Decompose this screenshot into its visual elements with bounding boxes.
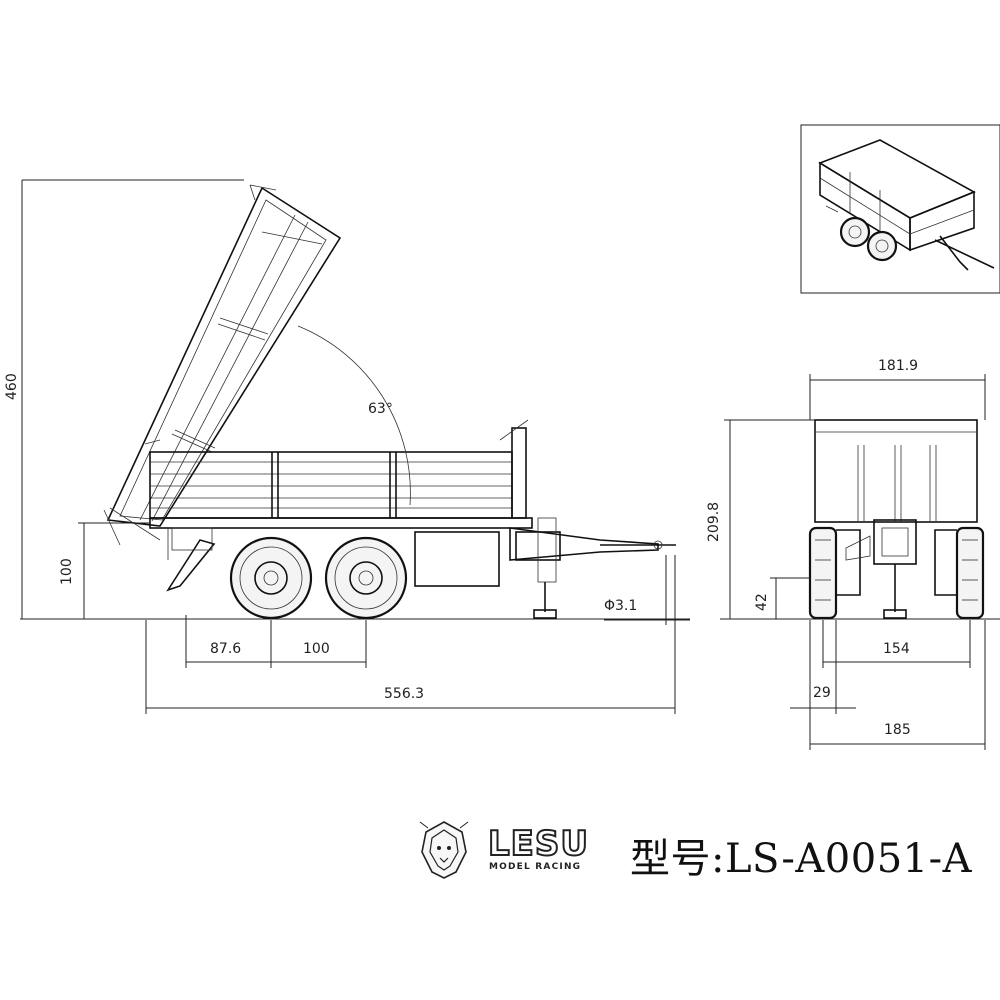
rear-view: 181.9 209.8 42 154 29 185 bbox=[706, 358, 1000, 750]
isometric-view bbox=[800, 124, 1000, 294]
ground-clearance-label: 42 bbox=[754, 593, 770, 611]
rear-height-label: 209.8 bbox=[706, 502, 722, 542]
track-width-label: 154 bbox=[883, 641, 910, 657]
tipped-bed bbox=[103, 184, 342, 546]
lion-head-icon bbox=[419, 821, 469, 879]
wheel-rear bbox=[324, 536, 408, 620]
axle-offset-label: 87.6 bbox=[210, 641, 241, 657]
overall-height-label: 460 bbox=[4, 373, 20, 400]
flat-bed bbox=[144, 419, 529, 519]
total-width-label: 185 bbox=[884, 722, 911, 738]
wheel-front bbox=[229, 536, 313, 620]
side-view: 63° 460 100 87.6 100 556.3 Φ3.1 bbox=[4, 179, 690, 714]
overall-length-label: 556.3 bbox=[384, 686, 424, 702]
overall-width-label: 181.9 bbox=[878, 358, 918, 374]
hitch-diameter-label: Φ3.1 bbox=[604, 598, 637, 614]
tire-width-label: 29 bbox=[813, 685, 831, 701]
frame-height-label: 100 bbox=[59, 558, 75, 585]
tipping-angle-label: 63° bbox=[368, 401, 393, 417]
model-number-label: 型号:LS-A0051-A bbox=[630, 836, 973, 882]
brand-name: LESU bbox=[487, 823, 589, 865]
axle-spacing-label: 100 bbox=[303, 641, 330, 657]
angle-arc bbox=[297, 325, 411, 506]
chassis bbox=[149, 517, 676, 619]
brand-tagline: MODEL RACING bbox=[489, 862, 582, 872]
